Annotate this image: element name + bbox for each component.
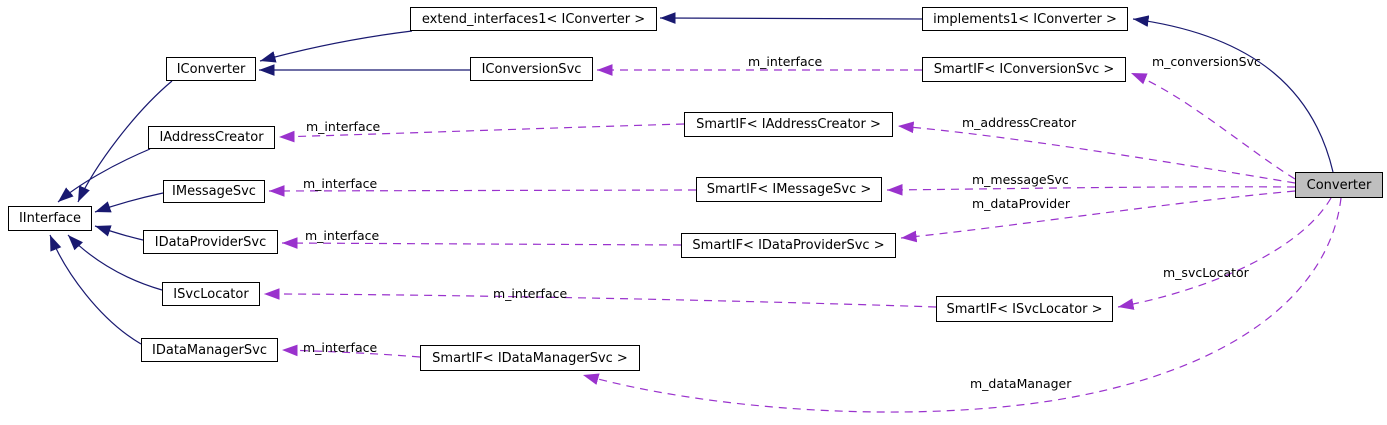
edge-iconverter-to-iinterface xyxy=(77,80,173,203)
edge-idataprovidersvc-to-iinterface xyxy=(94,225,144,241)
edge-converter-to-implements1 xyxy=(1132,15,1334,173)
edge-label-m-dataprovider: m_dataProvider xyxy=(972,196,1071,211)
edge-idatamanagersvc-to-iinterface xyxy=(49,234,142,345)
class-node-isvclocator[interactable]: ISvcLocator xyxy=(162,282,260,306)
edge-label-m-interface-conversionsvc: m_interface xyxy=(748,54,823,69)
edge-label-m-interface-messagesvc: m_interface xyxy=(303,176,378,191)
edge-label-m-interface-dataprovidersvc: m_interface xyxy=(305,228,380,243)
edge-extend-interfaces1-to-iconverter xyxy=(259,30,413,63)
edge-label-m-interface-svclocator: m_interface xyxy=(493,286,568,301)
class-node-smartif-iaddresscreator[interactable]: SmartIF< IAddressCreator > xyxy=(684,112,893,137)
class-node-iconversionsvc[interactable]: IConversionSvc xyxy=(470,57,593,81)
edge-label-m-messagesvc: m_messageSvc xyxy=(972,172,1069,187)
class-node-converter-focus: Converter xyxy=(1295,172,1383,198)
edge-converter-to-smartif-idatamanagersvc xyxy=(582,197,1342,413)
class-node-iinterface[interactable]: IInterface xyxy=(8,206,92,231)
edge-converter-to-smartif-iconversionsvc xyxy=(1130,72,1296,180)
edge-smartif-idatamanagersvc-to-idatamanagersvc xyxy=(281,344,421,358)
edge-label-m-svclocator: m_svcLocator xyxy=(1163,265,1249,280)
class-node-idatamanagersvc[interactable]: IDataManagerSvc xyxy=(141,338,278,362)
edge-smartif-idataprovidersvc-to-idataprovidersvc xyxy=(281,237,682,249)
edge-label-m-interface-addresscreator: m_interface xyxy=(306,119,381,134)
edge-label-m-datamanager: m_dataManager xyxy=(970,376,1072,391)
edge-label-m-interface-datamanagersvc: m_interface xyxy=(303,340,378,355)
edge-smartif-iaddresscreator-to-iaddresscreator xyxy=(278,123,685,143)
edge-isvclocator-to-iinterface xyxy=(67,234,163,291)
edge-converter-to-smartif-imessagesvc xyxy=(886,184,1296,196)
class-node-smartif-imessagesvc[interactable]: SmartIF< IMessageSvc > xyxy=(696,177,882,202)
edge-converter-to-smartif-isvclocator xyxy=(1117,197,1332,310)
edge-implements1-to-extend-interfaces1 xyxy=(659,12,923,24)
class-node-smartif-iconversionsvc[interactable]: SmartIF< IConversionSvc > xyxy=(922,57,1126,82)
class-node-extend-interfaces1[interactable]: extend_interfaces1< IConverter > xyxy=(410,7,657,31)
class-node-iaddresscreator[interactable]: IAddressCreator xyxy=(148,126,275,149)
class-node-iconverter[interactable]: IConverter xyxy=(166,57,256,81)
edge-iaddresscreator-to-iinterface xyxy=(57,148,151,203)
edge-label-m-addresscreator: m_addressCreator xyxy=(962,115,1077,130)
edge-smartif-imessagesvc-to-imessagesvc xyxy=(268,185,697,197)
edge-converter-to-smartif-idataprovidersvc xyxy=(900,190,1296,243)
edge-smartif-isvclocator-to-isvclocator xyxy=(263,288,937,308)
class-node-smartif-idataprovidersvc[interactable]: SmartIF< IDataProviderSvc > xyxy=(681,233,896,258)
edge-label-m-conversionsvc: m_conversionSvc xyxy=(1152,54,1261,69)
class-node-smartif-isvclocator[interactable]: SmartIF< ISvcLocator > xyxy=(936,296,1113,322)
edge-converter-to-smartif-iaddresscreator xyxy=(897,121,1296,184)
class-node-idataprovidersvc[interactable]: IDataProviderSvc xyxy=(143,230,278,254)
class-node-imessagesvc[interactable]: IMessageSvc xyxy=(163,180,265,203)
class-node-implements1[interactable]: implements1< IConverter > xyxy=(922,7,1128,31)
edge-imessagesvc-to-iinterface xyxy=(94,192,164,213)
class-node-smartif-idatamanagersvc[interactable]: SmartIF< IDataManagerSvc > xyxy=(420,345,640,371)
